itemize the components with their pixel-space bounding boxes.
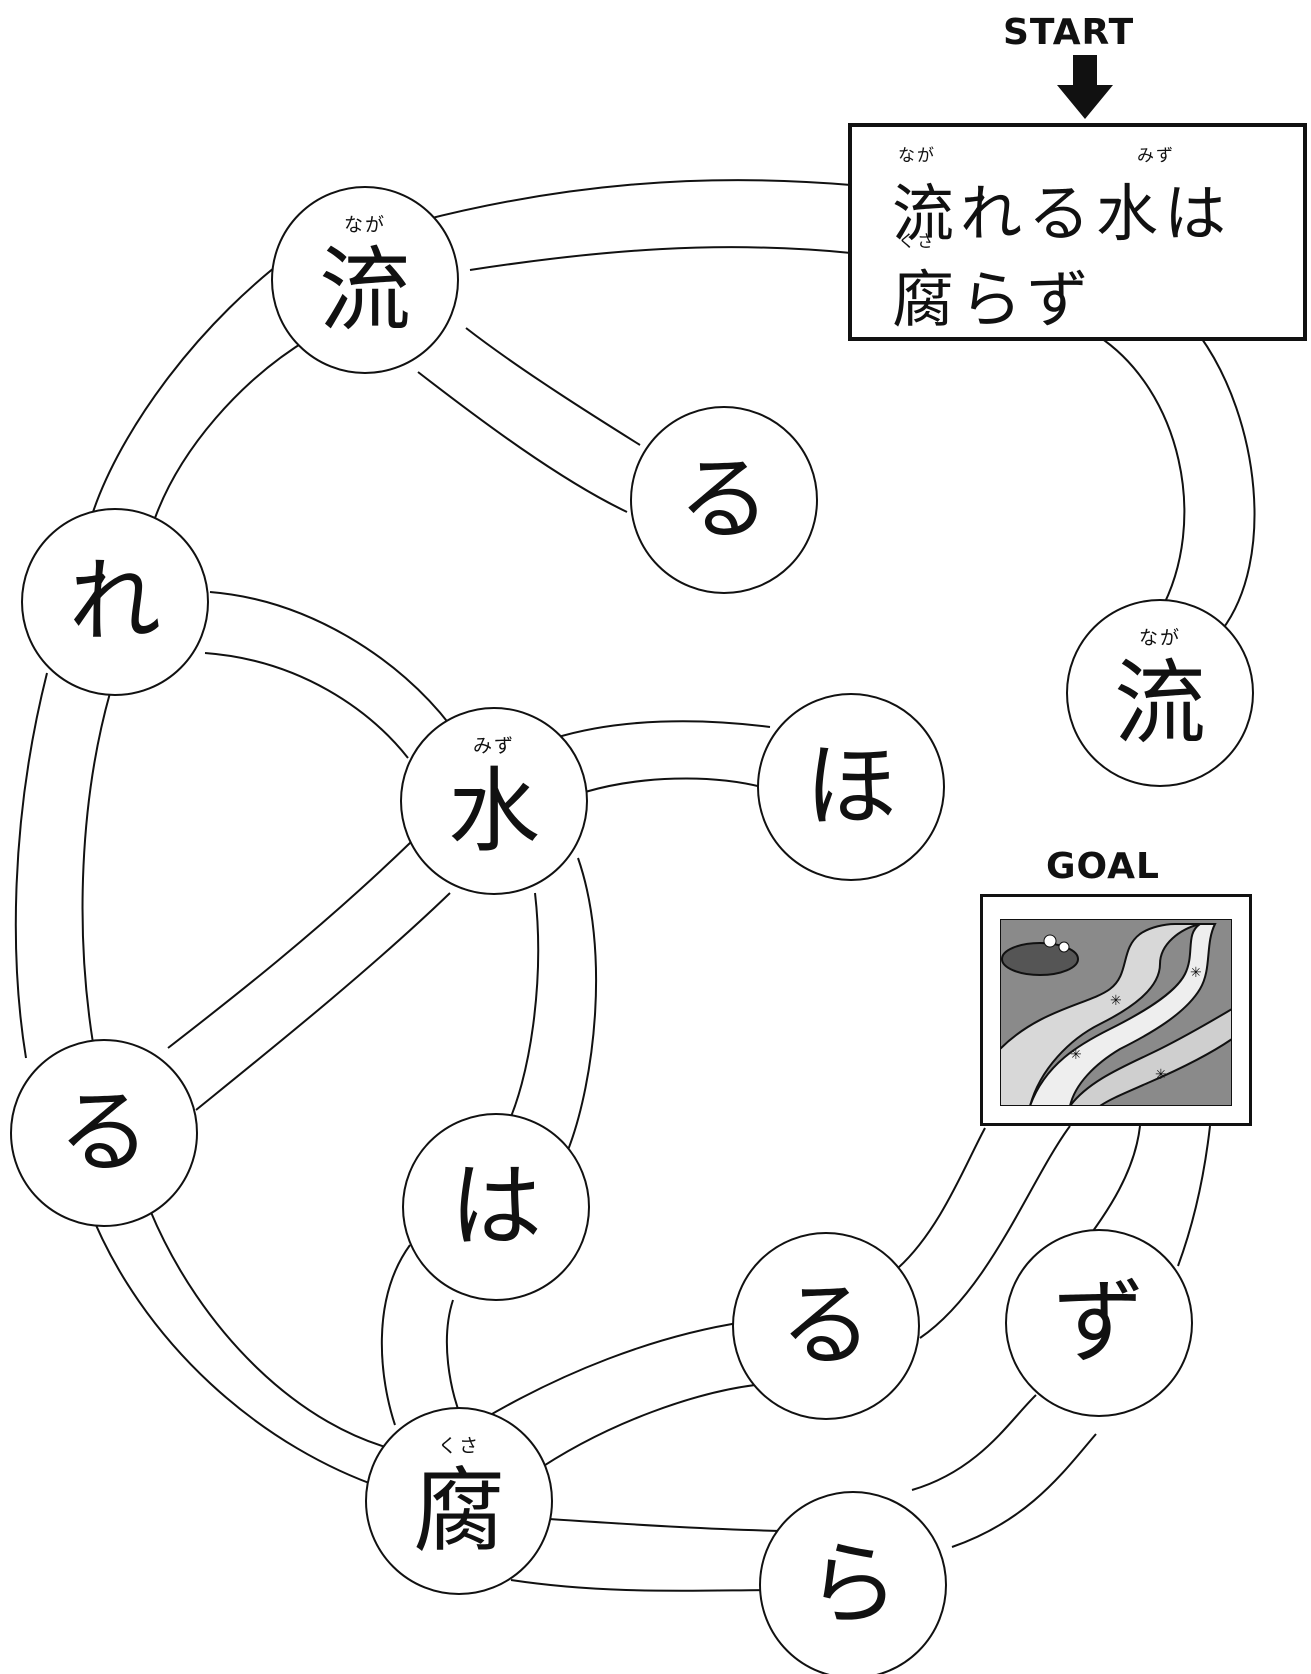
goal-box: ✳ ✳ ✳ ✳ [980, 894, 1252, 1126]
path-re-to-ru [14, 672, 48, 1059]
node-ruby: くさ [437, 1435, 480, 1457]
node-ruby: なが [343, 214, 386, 236]
node-re[interactable]: れ [21, 508, 209, 696]
path-start-to-naga-right [1097, 335, 1186, 613]
node-ru-left[interactable]: る [10, 1039, 198, 1227]
node-char: ず [1052, 1269, 1145, 1376]
path-ru-to-goal [919, 1125, 1071, 1339]
path-ru-to-kusa [87, 1205, 396, 1493]
node-naga-top[interactable]: なが 流 [271, 186, 459, 374]
node-char: 腐 [412, 1458, 505, 1566]
node-ha[interactable]: は [402, 1113, 590, 1301]
path-naga-to-ru [417, 371, 628, 513]
node-char: る [57, 1079, 150, 1186]
path-ra-to-zu [951, 1433, 1097, 1548]
path-re-to-ru [81, 692, 111, 1044]
river-illustration: ✳ ✳ ✳ ✳ [1000, 919, 1232, 1106]
svg-text:✳: ✳ [1070, 1048, 1082, 1063]
node-char: 流 [318, 237, 411, 345]
node-ru-top[interactable]: る [630, 406, 818, 594]
path-mizu-to-ru [195, 892, 451, 1111]
svg-text:✳: ✳ [1110, 994, 1122, 1009]
path-start-to-naga-right [1199, 335, 1256, 631]
path-kusa-to-ra [510, 1579, 782, 1592]
node-ruby: みず [472, 735, 515, 757]
path-start-to-naga [419, 179, 852, 222]
path-ru-to-kusa [149, 1209, 406, 1453]
svg-text:✳: ✳ [1155, 1068, 1167, 1083]
path-re-to-mizu [204, 652, 409, 759]
node-char: れ [68, 548, 161, 655]
path-mizu-to-ha [567, 857, 598, 1151]
path-ra-to-zu [911, 1394, 1037, 1491]
node-char: ほ [804, 733, 897, 840]
node-naga-right[interactable]: なが 流 [1066, 599, 1254, 787]
svg-text:✳: ✳ [1190, 966, 1202, 981]
path-zu-to-goal [1177, 1125, 1211, 1267]
goal-label: GOAL [1046, 846, 1160, 887]
ruby-kusa: くさ [898, 232, 936, 252]
path-kusa-to-ru [456, 1321, 745, 1436]
path-mizu-to-ha [504, 892, 540, 1131]
path-naga-to-re [91, 247, 301, 516]
path-start-to-naga [469, 246, 852, 271]
proverb-line-2: 腐らず [892, 263, 1095, 336]
path-naga-to-re [154, 337, 311, 519]
node-zu[interactable]: ず [1005, 1229, 1193, 1417]
path-re-to-mizu [209, 591, 451, 726]
node-mizu[interactable]: みず 水 [400, 707, 588, 895]
start-label: START [1003, 12, 1135, 53]
node-char: る [677, 446, 770, 553]
node-char: 水 [447, 758, 540, 866]
ruby-naga: なが [898, 146, 936, 166]
path-ha-to-kusa [380, 1244, 411, 1426]
node-ra[interactable]: ら [759, 1491, 947, 1674]
node-char: 流 [1113, 650, 1206, 758]
node-ruby: なが [1138, 627, 1181, 649]
path-ha-to-kusa [445, 1299, 463, 1421]
path-mizu-to-ru [167, 841, 412, 1049]
path-naga-to-ru [465, 327, 641, 446]
proverb-line-1: 流れる水は [892, 177, 1233, 250]
proverb-box: なが みず くさ 流れる水は 腐らず [848, 123, 1307, 341]
node-char: は [449, 1153, 542, 1260]
node-char: る [779, 1272, 872, 1379]
down-arrow-icon [1057, 55, 1113, 119]
node-kusa[interactable]: くさ 腐 [365, 1407, 553, 1595]
ruby-mizu: みず [1137, 146, 1175, 166]
path-mizu-to-ho [554, 720, 771, 739]
node-ru-bottom[interactable]: る [732, 1232, 920, 1420]
path-kusa-to-ra [548, 1518, 789, 1532]
node-char: ら [806, 1531, 899, 1638]
path-ru-to-goal [897, 1127, 986, 1269]
path-mizu-to-ho [584, 777, 763, 793]
node-ho[interactable]: ほ [757, 693, 945, 881]
path-kusa-to-ru [529, 1384, 756, 1476]
